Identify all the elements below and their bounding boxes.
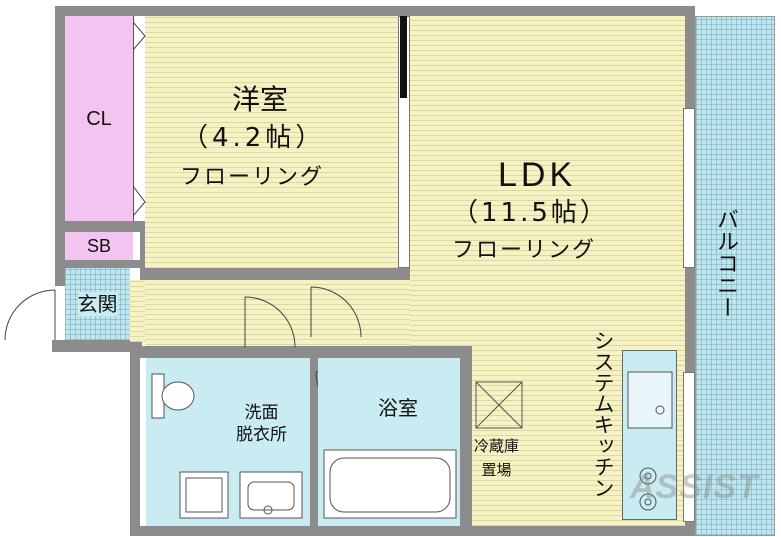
- closet-door[interactable]: [133, 16, 145, 221]
- exterior-wall-left-lower: [130, 350, 140, 536]
- entrance: 玄関: [65, 268, 130, 340]
- shoe-box-label: SB: [86, 236, 111, 256]
- closet-door-hinge: [133, 21, 146, 217]
- toilet-icon: [151, 373, 195, 419]
- entrance-label: 玄関: [77, 292, 118, 316]
- kitchen-sink-icon: [627, 371, 673, 429]
- exterior-wall-left: [55, 6, 65, 286]
- shoe-box-wall: [55, 221, 140, 232]
- closet: CL: [65, 16, 133, 221]
- kitchen-window: [683, 372, 695, 522]
- fridge-space-label: 冷蔵庫 置場: [474, 437, 520, 479]
- exterior-wall-right: [685, 6, 695, 536]
- ldk-size: （11.5帖）: [452, 198, 609, 228]
- entrance-wall-bottom: [52, 340, 142, 352]
- entrance-door-swing[interactable]: [0, 285, 60, 345]
- ldk-name: LDK: [498, 156, 577, 194]
- exterior-wall-bottom: [130, 526, 695, 536]
- kitchen-label: システムキッチン: [591, 330, 615, 498]
- washing-machine-icon: [179, 471, 229, 519]
- hallway-floor: [145, 280, 410, 350]
- ldk-floor-type: フローリング: [452, 238, 597, 263]
- western-room-size: （4.2帖）: [182, 123, 326, 153]
- closet-label: CL: [86, 107, 112, 130]
- wet-area-wall-right: [460, 346, 472, 526]
- balcony-label: バルコニー: [713, 208, 738, 318]
- exterior-wall-top: [55, 6, 695, 16]
- fridge-space-icon: [475, 381, 523, 429]
- western-room-wall-bottom: [140, 268, 410, 280]
- western-room-floor: [145, 16, 403, 268]
- wash-basin-icon: [239, 471, 303, 519]
- stove-icon: [639, 467, 657, 511]
- shoe-box: SB: [65, 232, 133, 260]
- balcony: [695, 16, 775, 536]
- bathtub-icon: [323, 449, 457, 519]
- western-sliding-panel: [400, 16, 407, 98]
- wash-bath-divider: [310, 358, 318, 526]
- ldk-door-swing[interactable]: [306, 282, 376, 342]
- hallway-door-swing[interactable]: [240, 292, 310, 352]
- western-room-floor-type: フローリング: [180, 165, 325, 190]
- entrance-step-floor: [130, 280, 145, 342]
- wet-area-wall-top: [130, 346, 470, 358]
- western-room-name: 洋室: [232, 83, 289, 116]
- balcony-sash-window[interactable]: [683, 108, 695, 268]
- bathroom-label: 浴室: [378, 396, 418, 420]
- watermark-logo: ASSIST: [630, 468, 759, 506]
- washroom-label: 洗面 脱衣所: [236, 403, 287, 445]
- shoe-box-wall-bottom: [55, 260, 140, 268]
